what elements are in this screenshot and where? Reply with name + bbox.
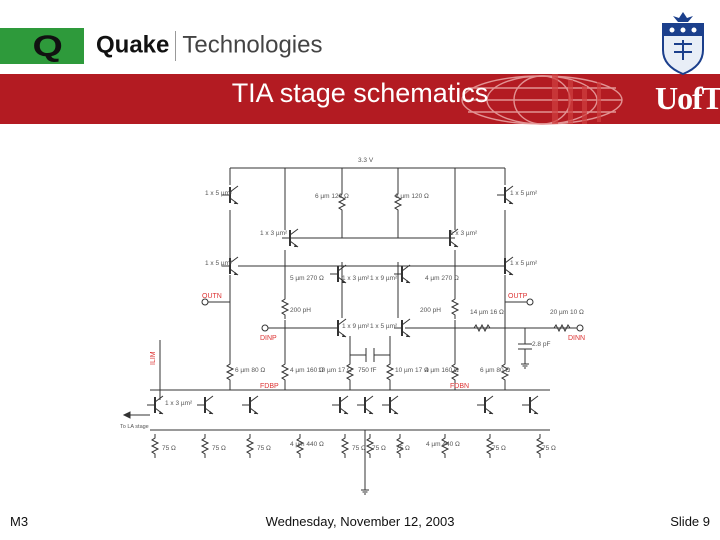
label-ilim: ILIM	[150, 351, 157, 365]
label-r1: 6 µm 120 Ω	[315, 193, 349, 200]
quake-brand-name: Quake Technologies	[96, 31, 322, 61]
quake-logo-block	[0, 28, 84, 64]
footer-left: M3	[10, 514, 29, 529]
label-r3: 5 µm 270 Ω	[290, 275, 324, 282]
label-r20: 4 µm 440 Ω	[426, 441, 460, 448]
supply-label: 3.3 V	[358, 157, 374, 164]
label-r2: 6 µm 120 Ω	[395, 193, 429, 200]
label-to-la: To LA stage	[120, 424, 149, 430]
quake-q-logo-icon: Q	[32, 30, 63, 63]
label-r10: 10 µm 17 Ω	[395, 367, 429, 374]
label-r21: 75 Ω	[492, 445, 506, 452]
brand-rest: Technologies	[182, 31, 323, 59]
label-r16: 4 µm 440 Ω	[290, 441, 324, 448]
label-t4: 1 x 5 µm²	[205, 260, 233, 267]
label-r9: 10 µm 17 Ω	[318, 367, 352, 374]
label-t8: 1 x 9 µm²	[370, 275, 398, 282]
label-r14: 75 Ω	[212, 445, 226, 452]
footer-date: Wednesday, November 12, 2003	[265, 514, 455, 529]
slide-title: TIA stage schematics	[231, 78, 489, 108]
label-t2: 1 x 3 µm²	[260, 230, 288, 237]
university-crest-icon	[662, 12, 704, 76]
label-t7: 1 x 3 µm²	[342, 275, 370, 282]
label-r11: 4 µm 160 Ω	[425, 367, 459, 374]
label-r17: 75 Ω	[352, 445, 366, 452]
label-t13: 1 x 3 µm²	[165, 400, 193, 407]
globe-graphic-icon	[461, 74, 623, 125]
label-fdbp: FDBP	[260, 383, 279, 390]
label-dinp: DINP	[260, 335, 277, 342]
label-r8: 4 µm 160 Ω	[290, 367, 324, 374]
label-t10: 1 x 5 µm²	[370, 323, 398, 330]
label-fdbn: FDBN	[450, 383, 469, 390]
label-r6: 20 µm 10 Ω	[550, 309, 584, 316]
label-r4: 4 µm 270 Ω	[425, 275, 459, 282]
label-t3: 1 x 5 µm²	[510, 190, 538, 197]
label-t1: 1 x 5 µm²	[205, 190, 233, 197]
label-outp: OUTP	[508, 293, 528, 300]
label-c1: 200 pH	[290, 307, 311, 314]
label-r18: 75 Ω	[372, 445, 386, 452]
label-r5: 14 µm 16 Ω	[470, 309, 504, 316]
label-t6: 1 x 5 µm²	[510, 260, 538, 267]
label-r7: 6 µm 80 Ω	[235, 367, 265, 374]
slide-header: Q Quake Technologies TIA stage schematics…	[0, 0, 720, 130]
label-r13: 75 Ω	[162, 445, 176, 452]
brand-divider	[175, 31, 177, 61]
label-c3: 2.8 pF	[532, 341, 550, 348]
label-t5: 1 x 3 µm²	[450, 230, 478, 237]
label-r15: 75 Ω	[257, 445, 271, 452]
footer-slide-number: Slide 9	[670, 514, 710, 529]
label-c2: 200 pH	[420, 307, 441, 314]
label-dinn: DINN	[568, 335, 585, 342]
ut-logo: UofT	[655, 80, 720, 116]
label-c4: 750 fF	[358, 367, 376, 374]
label-r19: 75 Ω	[396, 445, 410, 452]
label-r12: 6 µm 80 Ω	[480, 367, 510, 374]
label-outn: OUTN	[202, 293, 222, 300]
brand-bold: Quake	[96, 31, 170, 59]
label-t9: 1 x 9 µm²	[342, 323, 370, 330]
tia-schematic: 3.3 V 1 x 5 µm² 1 x 3 µm² 1 x 5 µm² 1 x …	[120, 157, 585, 495]
label-r22: 75 Ω	[542, 445, 556, 452]
